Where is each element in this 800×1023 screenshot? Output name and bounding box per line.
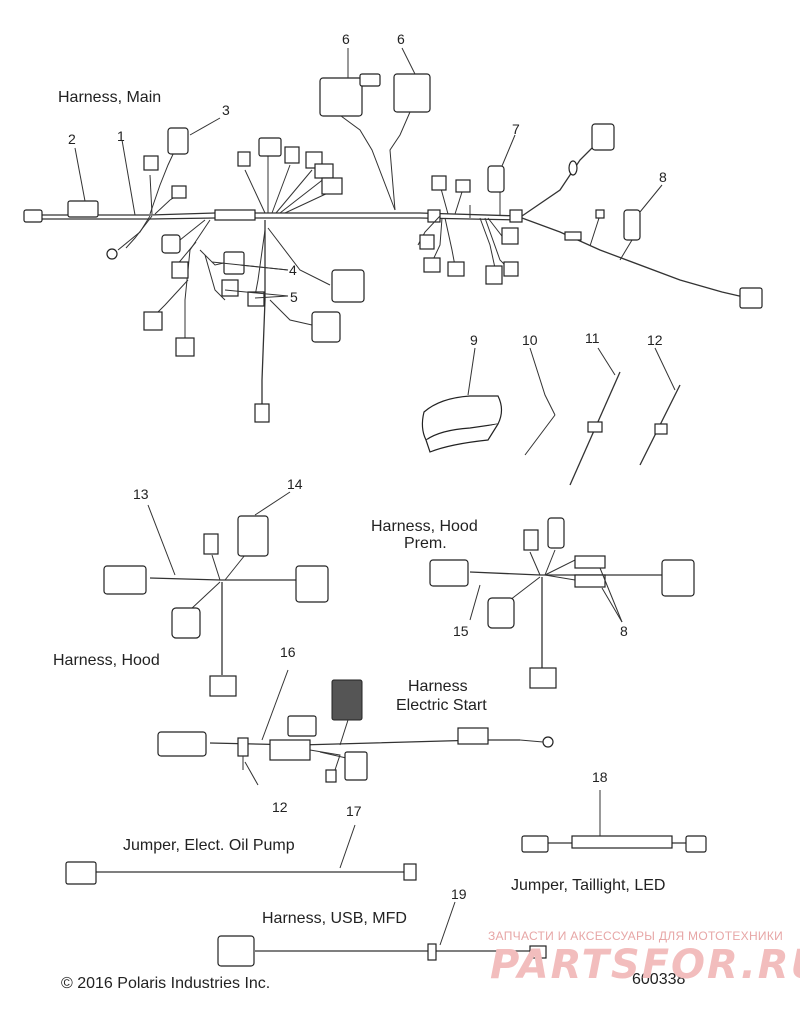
callout-13: 13 bbox=[133, 486, 149, 502]
callout-9: 9 bbox=[470, 332, 478, 348]
copyright-text: © 2016 Polaris Industries Inc. bbox=[61, 975, 271, 992]
callout-15: 15 bbox=[453, 623, 469, 639]
callout-2: 2 bbox=[68, 131, 76, 147]
harness-hood-prem-drawing bbox=[429, 517, 695, 689]
jumper-taillight-label: Jumper, Taillight, LED bbox=[511, 877, 666, 894]
callout-14: 14 bbox=[287, 476, 303, 492]
callout-12-b: 12 bbox=[272, 799, 288, 815]
harness-main-drawing bbox=[23, 47, 763, 423]
callout-8-a: 8 bbox=[659, 169, 667, 185]
harness-hood-prem-label-1: Harness, Hood bbox=[371, 518, 478, 535]
callout-6-a: 6 bbox=[342, 31, 350, 47]
harness-electric-start-drawing bbox=[157, 669, 554, 786]
callout-19: 19 bbox=[451, 886, 467, 902]
harness-hood-prem-label-2: Prem. bbox=[404, 535, 447, 552]
accessory-parts-drawing bbox=[421, 347, 681, 486]
callout-17: 17 bbox=[346, 803, 362, 819]
harness-electric-start-label-1: Harness bbox=[408, 678, 468, 695]
callout-8-b: 8 bbox=[620, 623, 628, 639]
callout-18: 18 bbox=[592, 769, 608, 785]
harness-usb-drawing bbox=[217, 901, 547, 967]
callout-7: 7 bbox=[512, 121, 520, 137]
callout-12-a: 12 bbox=[647, 332, 663, 348]
figure-id: 600338 bbox=[632, 971, 686, 988]
callout-6-b: 6 bbox=[397, 31, 405, 47]
jumper-oil-pump-label: Jumper, Elect. Oil Pump bbox=[123, 837, 295, 854]
harness-hood-label: Harness, Hood bbox=[53, 652, 160, 669]
callout-10: 10 bbox=[522, 332, 538, 348]
harness-main-label: Harness, Main bbox=[58, 89, 162, 106]
harness-electric-start-label-2: Electric Start bbox=[396, 697, 487, 714]
callout-16: 16 bbox=[280, 644, 296, 660]
callout-11: 11 bbox=[585, 330, 600, 346]
jumper-taillight-drawing bbox=[521, 790, 707, 853]
callout-5: 5 bbox=[290, 289, 298, 305]
watermark-logo: PARTSFOR.RU bbox=[490, 942, 800, 988]
jumper-oil-pump-drawing bbox=[65, 824, 417, 885]
harness-hood-drawing bbox=[103, 491, 329, 697]
watermark-tagline: ЗАПЧАСТИ И АКСЕССУАРЫ ДЛЯ МОТОТЕХНИКИ bbox=[488, 929, 784, 943]
harness-usb-label: Harness, USB, MFD bbox=[262, 910, 407, 927]
callout-3: 3 bbox=[222, 102, 230, 118]
callout-4: 4 bbox=[289, 262, 297, 278]
callout-1: 1 bbox=[117, 128, 125, 144]
